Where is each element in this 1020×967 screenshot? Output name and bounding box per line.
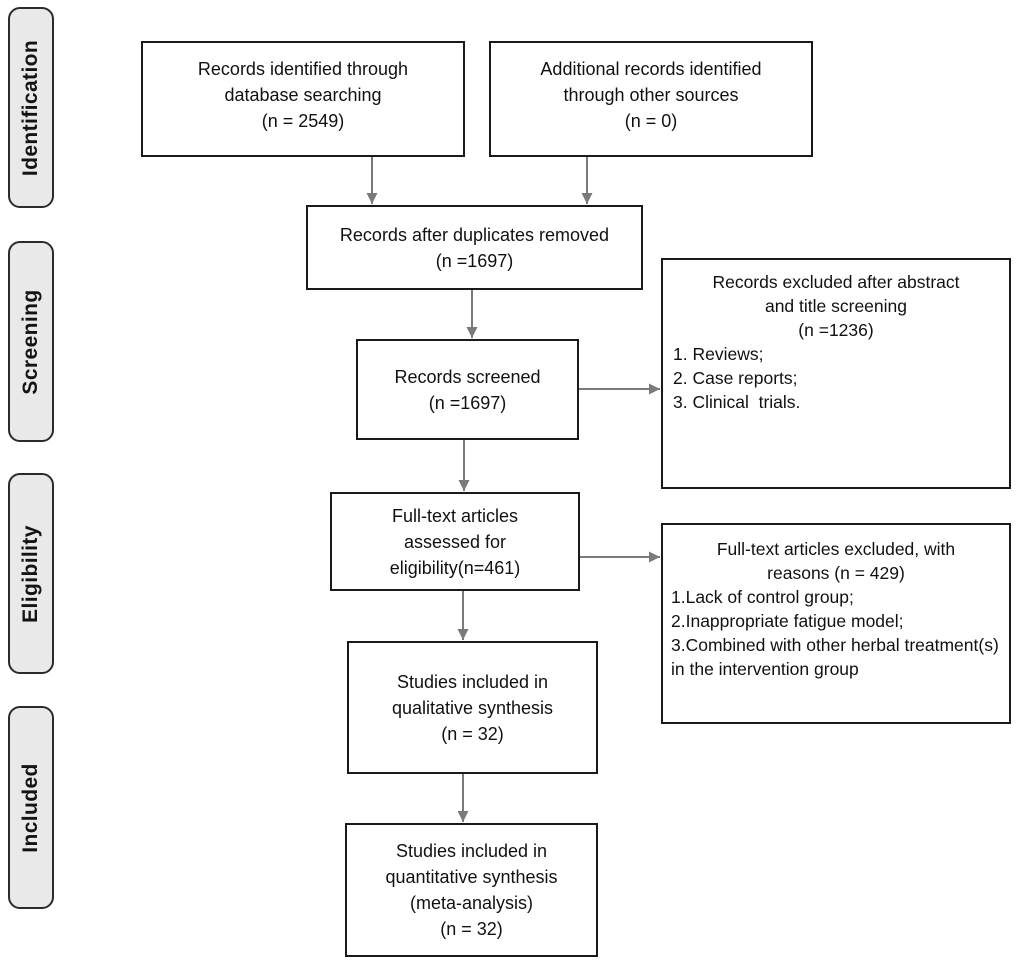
box-text-line: Additional records identified [540, 59, 762, 79]
box-text-line: reasons (n = 429) [767, 563, 905, 583]
box-text-line: database searching [224, 85, 382, 105]
box-text-line: quantitative synthesis [385, 867, 558, 887]
box-text-line: Records excluded after abstract [712, 272, 960, 292]
box-text-line: (n = 32) [441, 723, 504, 744]
box-text-line: (n = 32) [440, 919, 503, 939]
box-studies-qualitative-synthesis: Studies included in qualitative synthesi… [347, 641, 598, 774]
box-additional-records-other-sources: Additional records identified through ot… [489, 41, 813, 157]
box-text-line: Records screened [394, 366, 541, 387]
box-text-line: Studies included in [395, 841, 548, 861]
stage-label-text: Screening [19, 288, 42, 395]
box-text-line: Full-text articles [391, 505, 519, 526]
exclusion-reason: 2. Case reports; [673, 368, 798, 388]
stage-label-screening: Screening [8, 241, 54, 442]
stage-label-included: Included [8, 706, 54, 909]
box-text-line: (meta-analysis) [409, 893, 534, 913]
box-text-line: Studies included in [396, 671, 549, 692]
exclusion-reason: 1. Reviews; [673, 344, 764, 364]
box-text-line: (n = 2549) [261, 111, 345, 131]
box-text-line: (n =1697) [428, 392, 507, 413]
box-text-line: assessed for [403, 531, 507, 552]
box-text-line: and title screening [764, 296, 908, 316]
box-records-after-duplicates-removed: Records after duplicates removed (n =169… [306, 205, 643, 290]
exclusion-reason-list: 1.Lack of control group; 2.Inappropriate… [663, 585, 1009, 681]
stage-label-identification: Identification [8, 7, 54, 208]
box-text-line: qualitative synthesis [391, 697, 554, 718]
box-text-line: eligibility(n=461) [389, 557, 521, 578]
box-text-line: (n =1236) [798, 320, 874, 340]
stage-label-text: Included [19, 762, 42, 853]
box-text-line: (n = 0) [624, 111, 678, 131]
box-fulltext-articles-excluded: Full-text articles excluded, with reason… [661, 523, 1011, 724]
stage-label-text: Identification [19, 39, 42, 176]
box-studies-quantitative-synthesis: Studies included in quantitative synthes… [345, 823, 598, 957]
stage-label-eligibility: Eligibility [8, 473, 54, 674]
box-records-excluded-abstract-title: Records excluded after abstract and titl… [661, 258, 1011, 489]
box-fulltext-articles-assessed: Full-text articles assessed for eligibil… [330, 492, 580, 591]
box-records-screened: Records screened (n =1697) [356, 339, 579, 440]
stage-label-text: Eligibility [19, 524, 42, 623]
exclusion-reason: 2.Inappropriate fatigue model; [671, 611, 904, 631]
exclusion-reason: 3.Combined with other herbal treatment(s… [671, 635, 1004, 679]
exclusion-reason-list: 1. Reviews; 2. Case reports; 3. Clinical… [663, 342, 1009, 414]
box-text-line: through other sources [563, 85, 739, 105]
box-text-line: (n =1697) [435, 250, 514, 271]
box-text-line: Records identified through [197, 59, 409, 79]
exclusion-reason: 3. Clinical trials. [673, 392, 801, 412]
exclusion-reason: 1.Lack of control group; [671, 587, 854, 607]
box-text-line: Full-text articles excluded, with [716, 539, 956, 559]
box-text-line: Records after duplicates removed [339, 224, 610, 245]
box-records-identified-database: Records identified through database sear… [141, 41, 465, 157]
